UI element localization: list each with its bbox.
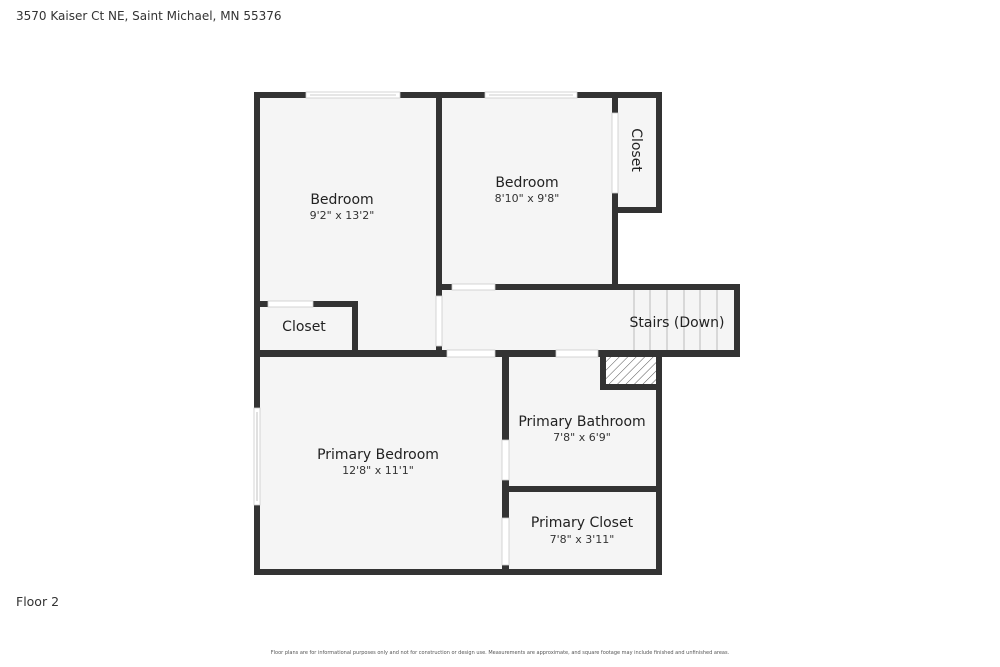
exterior-notch: [615, 210, 659, 285]
disclaimer: Floor plans are for informational purpos…: [270, 650, 730, 656]
room-name-bedroom-2: Bedroom: [495, 175, 558, 191]
room-name-primary-bedroom: Primary Bedroom: [317, 447, 439, 463]
room-name-closet-1: Closet: [282, 319, 326, 335]
room-dims-bedroom-1: 9'2" x 13'2": [310, 209, 375, 222]
room-name-primary-closet: Primary Closet: [531, 515, 634, 531]
chimney-hatch: [606, 357, 656, 384]
room-name-closet-2: Closet: [628, 128, 644, 172]
stair-treads: [633, 290, 718, 350]
room-dims-bedroom-2: 8'10" x 9'8": [495, 192, 560, 205]
room-dims-primary-closet: 7'8" x 3'11": [550, 533, 615, 546]
floor-label: Floor 2: [16, 594, 60, 609]
exterior-notch: [659, 213, 739, 285]
room-dims-primary-bathroom: 7'8" x 6'9": [553, 431, 611, 444]
address: 3570 Kaiser Ct NE, Saint Michael, MN 553…: [16, 9, 282, 23]
room-floors: [257, 95, 737, 572]
room-name-bedroom-1: Bedroom: [310, 192, 373, 208]
room-name-stairs: Stairs (Down): [630, 315, 725, 331]
room-name-primary-bathroom: Primary Bathroom: [518, 414, 645, 430]
room-dims-primary-bedroom: 12'8" x 11'1": [342, 464, 414, 477]
